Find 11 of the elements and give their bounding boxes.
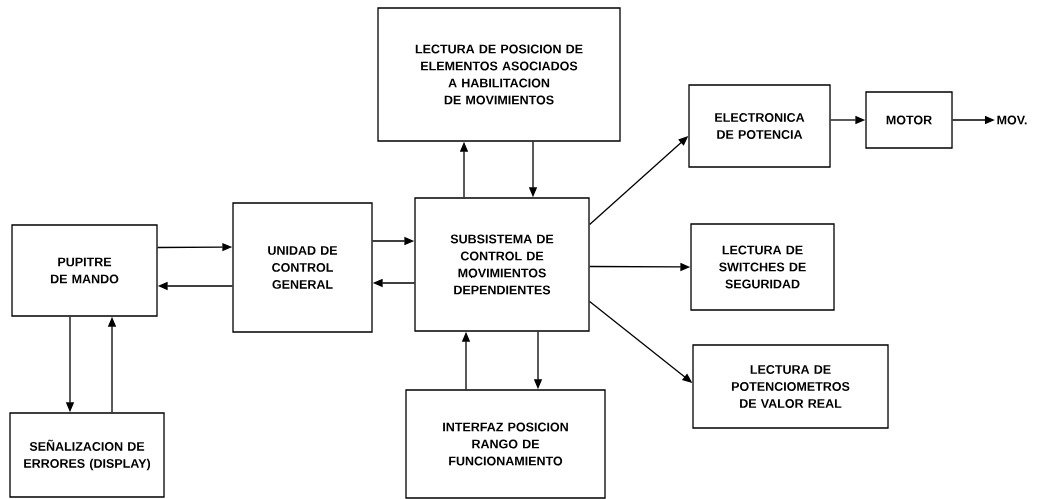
block-box: SEÑALIZACION DE ERRORES (DISPLAY) [9, 412, 165, 498]
block-box: SUBSISTEMA DE CONTROL DE MOVIMIENTOS DEPENDIENTES [414, 197, 590, 332]
text-label: MOV. [997, 115, 1027, 125]
block-box: UNIDAD DE CONTROL GENERAL [232, 202, 373, 333]
block-box: INTERFAZ POSICION RANGO DE FUNCIONAMIENTO [405, 389, 606, 499]
block-box: ELECTRONICA DE POTENCIA [688, 84, 831, 168]
block-box: MOTOR [865, 91, 953, 149]
block-box: LECTURA DE POSICION DE ELEMENTOS ASOCIADOS A HABILITACION DE MOVIMIENTOS [377, 7, 621, 142]
block-box: LECTURA DE POTENCIOMETROS DE VALOR REAL [692, 344, 889, 429]
block-box: LECTURA DE SWITCHES DE SEGURIDAD [690, 223, 835, 311]
block-box: PUPITRE DE MANDO [11, 224, 158, 317]
